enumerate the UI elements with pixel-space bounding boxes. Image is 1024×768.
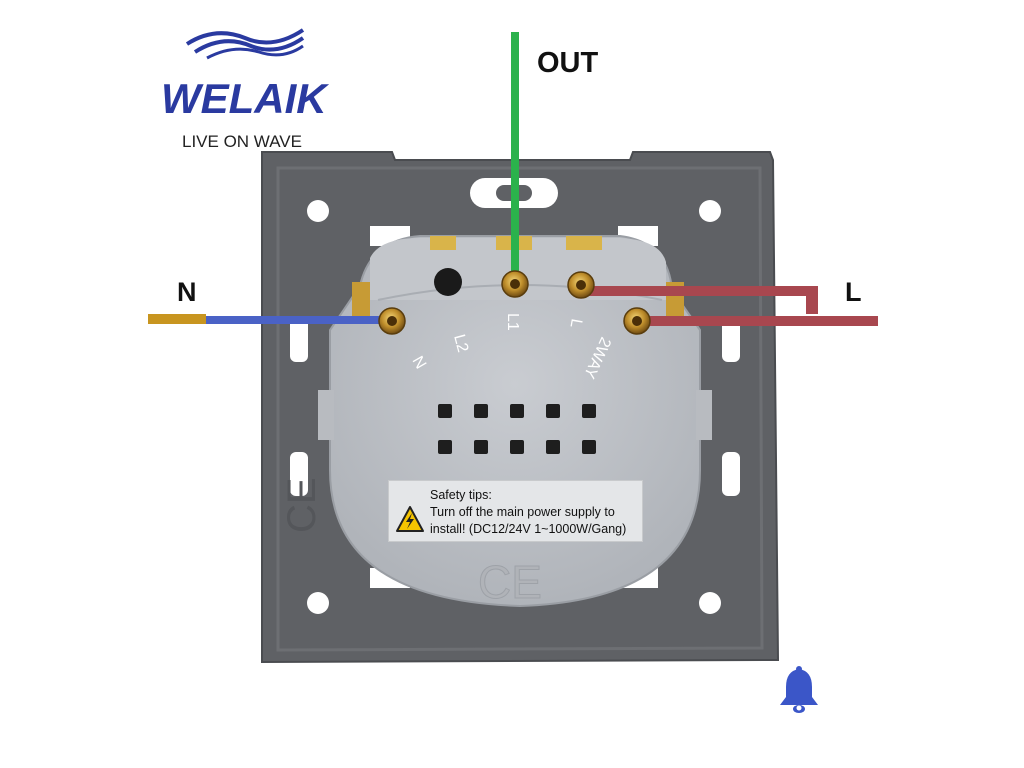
safety-tips-box: Safety tips: Turn off the main power sup… xyxy=(388,480,643,542)
wires xyxy=(148,32,878,326)
brand-slogan: LIVE ON WAVE xyxy=(182,132,302,151)
svg-text:CE: CE xyxy=(280,477,324,533)
l-label: L xyxy=(845,277,862,307)
safety-line-1: Turn off the main power supply to xyxy=(430,505,615,519)
brand-logo: WELAIK LIVE ON WAVE xyxy=(155,20,345,150)
n-label: N xyxy=(177,277,197,307)
terminal-screws xyxy=(378,270,651,335)
screw-hole xyxy=(699,200,721,222)
screw-hole xyxy=(699,592,721,614)
safety-line-2: install! (DC12/24V 1~1000W/Gang) xyxy=(430,522,627,536)
terminal-label-l2: L2 xyxy=(450,333,471,355)
bell-icon[interactable] xyxy=(774,665,824,715)
out-label: OUT xyxy=(537,47,599,79)
reset-hole xyxy=(434,268,462,296)
screw-hole xyxy=(307,200,329,222)
warning-icon xyxy=(396,506,424,532)
terminal-label-l: L xyxy=(566,317,584,329)
vent-grid xyxy=(438,404,596,454)
wave-logo-icon xyxy=(185,28,305,60)
ce-mark: CE xyxy=(478,556,542,608)
out-wire xyxy=(511,32,519,286)
safety-title: Safety tips: xyxy=(430,488,492,502)
screw-hole xyxy=(307,592,329,614)
l-wire xyxy=(636,316,878,326)
terminal-label-l1: L1 xyxy=(504,313,521,331)
l-bridge-wire xyxy=(580,286,818,314)
brand-name: WELAIK xyxy=(161,75,327,122)
n-wire xyxy=(206,316,386,324)
n-wire-core xyxy=(148,314,206,324)
